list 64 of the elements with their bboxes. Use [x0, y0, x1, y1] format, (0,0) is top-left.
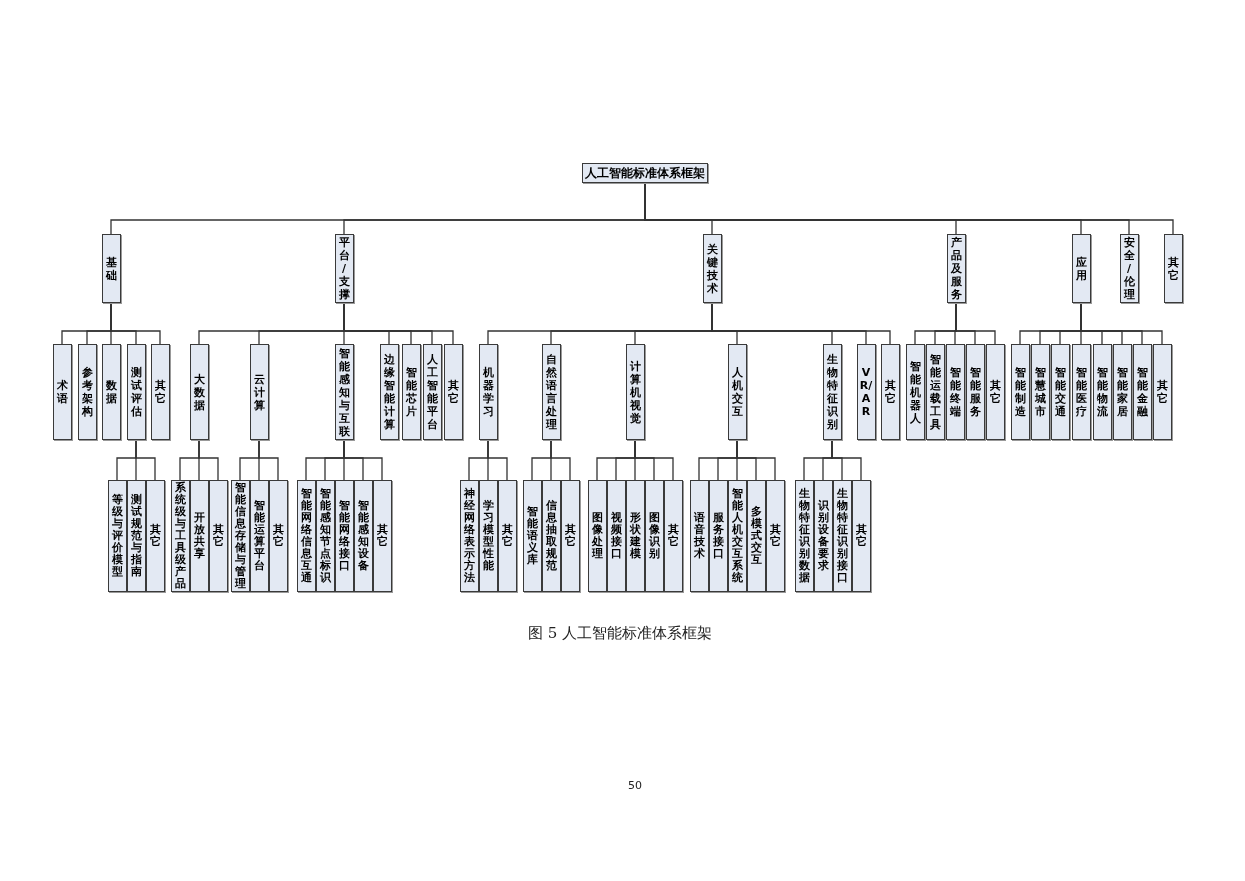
category-box: 生物特征识别: [822, 344, 842, 440]
connector-line: [198, 439, 219, 481]
category-box: 智能医疗: [1071, 344, 1091, 440]
category-box: 术语: [52, 344, 72, 440]
category-box: 计算机视觉: [625, 344, 645, 440]
category-box: 其它: [1152, 344, 1172, 440]
connector-line: [110, 302, 161, 345]
category-box: 测试评估: [126, 344, 146, 440]
category-box: 智能终端: [945, 344, 965, 440]
category-box: 云计算: [249, 344, 269, 440]
category-box: 其它: [150, 344, 170, 440]
category-box: 智能芯片: [401, 344, 421, 440]
connector-line: [550, 439, 571, 481]
category-box: 智能服务: [965, 344, 985, 440]
connector-line: [1080, 302, 1163, 345]
category-box: 智能网络信息互通: [296, 480, 316, 592]
category-box: 其它: [985, 344, 1005, 440]
figure-caption: 图 5 人工智能标准体系框架: [527, 624, 713, 643]
category-box: 智能制造: [1010, 344, 1030, 440]
connector-line: [955, 302, 996, 345]
category-box: 数据: [101, 344, 121, 440]
category-box: 智能语义库: [522, 480, 542, 592]
category-box: 智慧城市: [1030, 344, 1050, 440]
category-box: 大数据: [189, 344, 209, 440]
category-box: 系统级与工具级产品: [170, 480, 190, 592]
category-box: 边缘智能计算: [379, 344, 399, 440]
connector-line: [343, 302, 454, 345]
connector-line: [343, 439, 383, 481]
connector-line: [487, 439, 508, 481]
connector-line: [258, 439, 279, 481]
connector-line: [135, 439, 156, 481]
category-box: 平台/支撑: [334, 234, 354, 303]
connector-line: [831, 439, 862, 481]
category-box: 产品及服务: [946, 234, 966, 303]
connector-line: [736, 439, 776, 481]
category-box: 智能感知与互联: [334, 344, 354, 440]
category-box: 机器学习: [478, 344, 498, 440]
category-box: 智能机器人: [905, 344, 925, 440]
category-box: VR/AR: [856, 344, 876, 440]
category-box: 其它: [880, 344, 900, 440]
category-box: 自然语言处理: [541, 344, 561, 440]
category-box: 参考架构: [77, 344, 97, 440]
category-box: 智能金融: [1132, 344, 1152, 440]
category-box: 人工智能平台: [422, 344, 442, 440]
category-box: 关键技术: [702, 234, 722, 303]
category-box: 人机交互: [727, 344, 747, 440]
category-box: 其它: [1163, 234, 1183, 303]
category-box: 智能物流: [1092, 344, 1112, 440]
category-box: 神经网络表示方法: [459, 480, 479, 592]
category-box: 智能家居: [1112, 344, 1132, 440]
category-box: 安全/伦理: [1119, 234, 1139, 303]
category-box: 基础: [101, 234, 121, 303]
category-box: 应用: [1071, 234, 1091, 303]
category-box: 等级与评价模型: [107, 480, 127, 592]
category-box: 智能交通: [1050, 344, 1070, 440]
category-box: 图像处理: [587, 480, 607, 592]
category-box: 其它: [443, 344, 463, 440]
connector-line: [634, 439, 674, 481]
page-number: 50: [628, 779, 642, 792]
category-box: 语音技术: [689, 480, 709, 592]
category-box: 智能信息存储与管理: [230, 480, 250, 592]
category-box: 生物特征识别数据: [794, 480, 814, 592]
category-box: 智能运载工具: [925, 344, 945, 440]
root-box: 人工智能标准体系框架: [582, 163, 708, 183]
